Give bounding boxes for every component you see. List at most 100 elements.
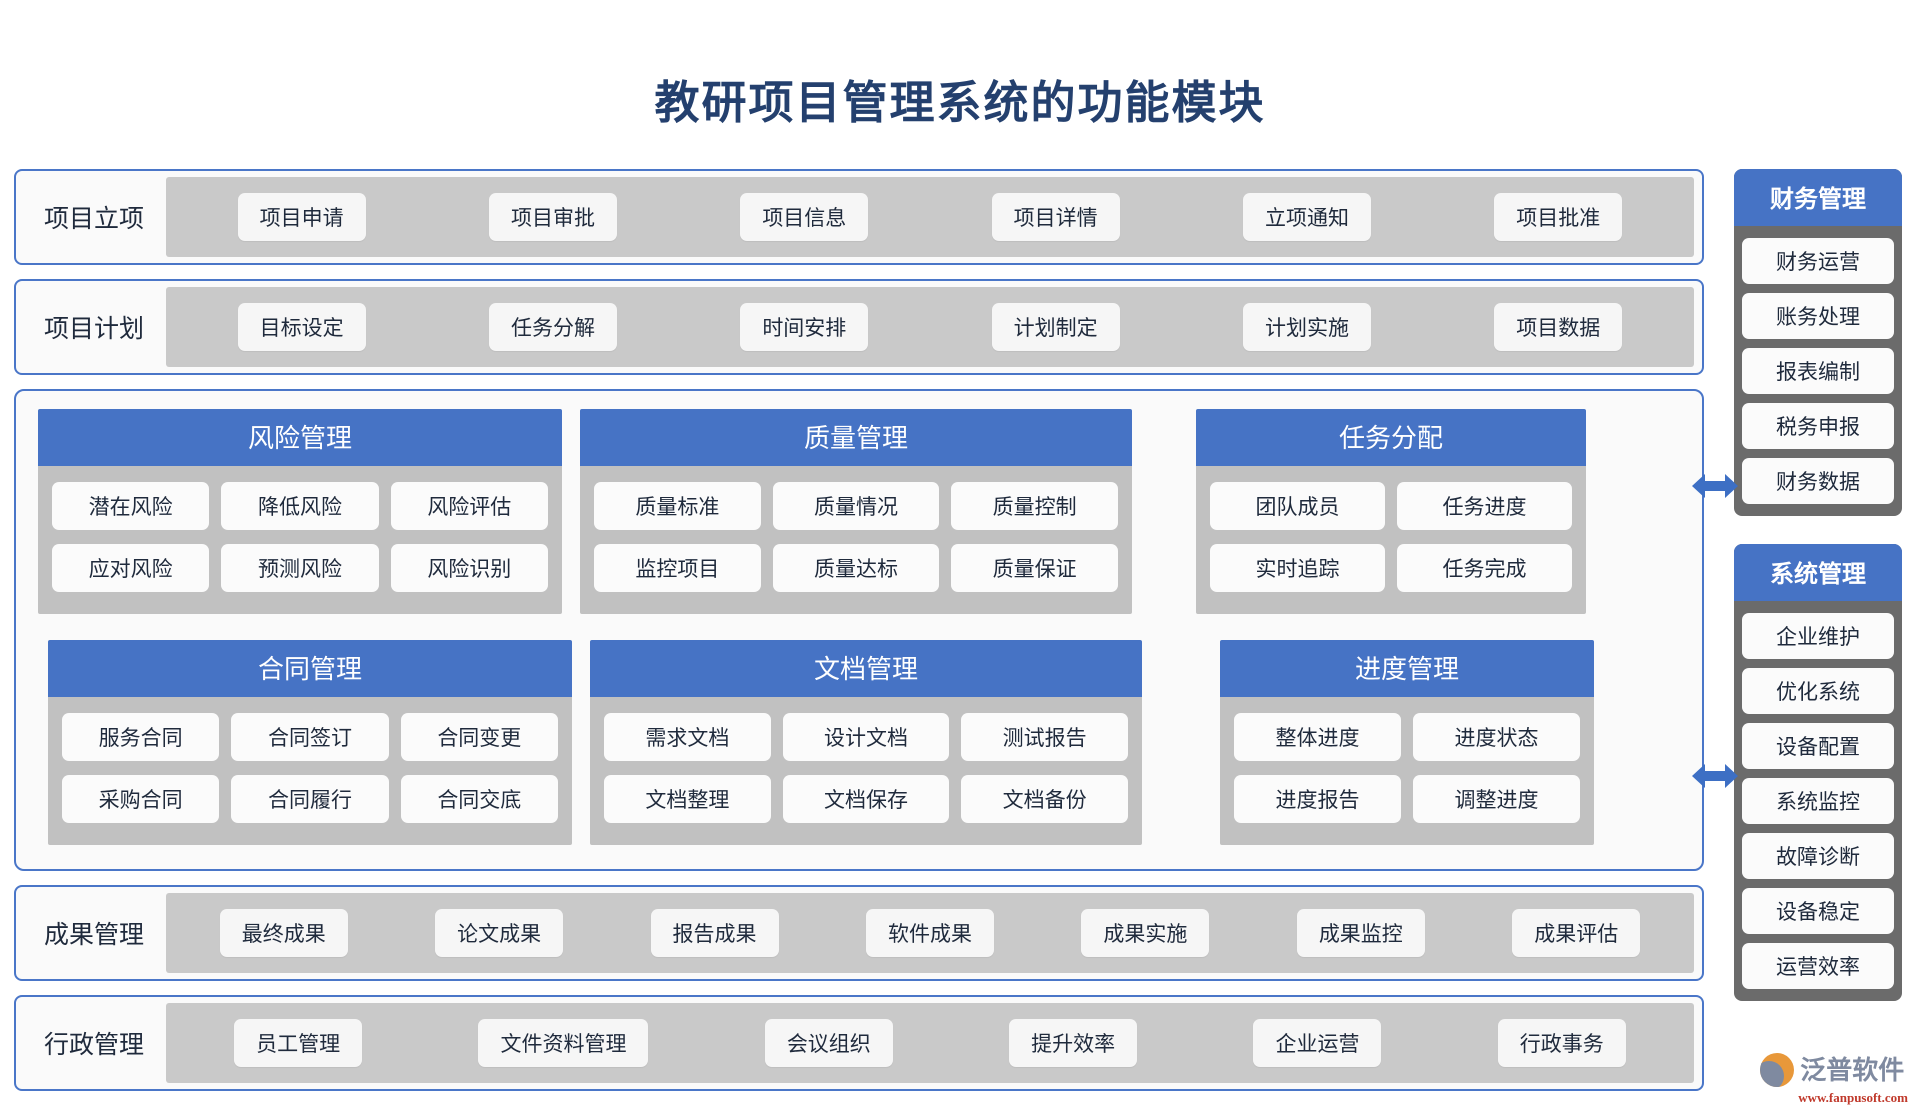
card-cell[interactable]: 需求文档 (604, 713, 771, 762)
card-body: 整体进度 进度状态 进度报告 调整进度 (1220, 697, 1594, 846)
card-cell[interactable]: 实时追踪 (1210, 544, 1385, 593)
card-cell[interactable]: 降低风险 (221, 482, 379, 531)
core-modules-block: 风险管理 潜在风险 降低风险 风险评估 应对风险 预测风险 风险识别 (14, 389, 1704, 872)
card-cell[interactable]: 采购合同 (62, 775, 220, 824)
card-body: 服务合同 合同签订 合同变更 采购合同 合同履行 合同交底 (48, 697, 572, 846)
card-line: 质量标准 质量情况 质量控制 (594, 482, 1119, 531)
card-cell[interactable]: 预测风险 (221, 544, 379, 593)
side-panel-finance: 财务管理 财务运营 账务处理 报表编制 税务申报 财务数据 (1733, 169, 1902, 517)
side-panel-title: 系统管理 (1733, 544, 1902, 602)
band-item[interactable]: 会议组织 (764, 1019, 893, 1068)
side-panel-item[interactable]: 报表编制 (1741, 348, 1894, 395)
card-cell[interactable]: 任务完成 (1397, 544, 1572, 593)
brand-logo: 泛普软件 www.fanpusoft.com (1760, 1053, 1908, 1104)
card-cell[interactable]: 进度报告 (1234, 775, 1401, 824)
card-cell[interactable]: 文档保存 (782, 775, 950, 824)
card-line: 潜在风险 降低风险 风险评估 (52, 482, 548, 531)
card-cell[interactable]: 风险评估 (390, 482, 548, 531)
card-cell[interactable]: 文档整理 (604, 775, 771, 824)
band-item[interactable]: 行政事务 (1497, 1019, 1626, 1068)
card-cell[interactable]: 合同履行 (231, 775, 389, 824)
side-panel-item[interactable]: 税务申报 (1741, 403, 1894, 450)
side-panel-item[interactable]: 运营效率 (1741, 943, 1894, 990)
band-item[interactable]: 项目审批 (488, 193, 617, 242)
band-item[interactable]: 时间安排 (740, 303, 869, 352)
band-item[interactable]: 员工管理 (234, 1019, 363, 1068)
side-panel-item[interactable]: 系统监控 (1741, 778, 1894, 825)
band-item[interactable]: 成果评估 (1512, 909, 1641, 958)
card-cell[interactable]: 监控项目 (594, 544, 761, 593)
card-cell[interactable]: 服务合同 (62, 713, 220, 762)
card-cell[interactable]: 文档备份 (961, 775, 1129, 824)
card-cell[interactable]: 质量标准 (594, 482, 761, 531)
card-cell[interactable]: 质量达标 (772, 544, 940, 593)
card-cell[interactable]: 应对风险 (52, 544, 210, 593)
card-cell[interactable]: 调整进度 (1413, 775, 1580, 824)
side-panel-item[interactable]: 设备配置 (1741, 723, 1894, 770)
card-title: 进度管理 (1220, 640, 1594, 698)
card-row-top: 风险管理 潜在风险 降低风险 风险评估 应对风险 预测风险 风险识别 (38, 409, 1680, 615)
card-cell[interactable]: 质量情况 (772, 482, 940, 531)
card-document-management: 文档管理 需求文档 设计文档 测试报告 文档整理 文档保存 文档备份 (590, 640, 1142, 846)
band-item[interactable]: 提升效率 (1009, 1019, 1138, 1068)
card-cell[interactable]: 整体进度 (1234, 713, 1401, 762)
band-item[interactable]: 目标设定 (237, 303, 366, 352)
band-row-administration: 行政管理 员工管理 文件资料管理 会议组织 提升效率 企业运营 行政事务 (14, 995, 1704, 1092)
card-cell[interactable]: 测试报告 (961, 713, 1129, 762)
band-item[interactable]: 任务分解 (488, 303, 617, 352)
card-line: 采购合同 合同履行 合同交底 (62, 775, 558, 824)
band-row-project-initiation: 项目立项 项目申请 项目审批 项目信息 项目详情 立项通知 项目批准 (14, 169, 1704, 266)
band-item[interactable]: 项目数据 (1494, 303, 1623, 352)
band-item[interactable]: 软件成果 (865, 909, 994, 958)
card-cell[interactable]: 风险识别 (390, 544, 548, 593)
band-items: 员工管理 文件资料管理 会议组织 提升效率 企业运营 行政事务 (166, 1003, 1694, 1084)
band-item[interactable]: 计划制定 (991, 303, 1120, 352)
band-item[interactable]: 项目申请 (237, 193, 366, 242)
card-cell[interactable]: 进度状态 (1413, 713, 1580, 762)
card-cell[interactable]: 团队成员 (1210, 482, 1385, 531)
band-item[interactable]: 成果实施 (1081, 909, 1210, 958)
band-label: 项目立项 (43, 206, 144, 234)
card-cell[interactable]: 合同签订 (231, 713, 389, 762)
band-items: 最终成果 论文成果 报告成果 软件成果 成果实施 成果监控 成果评估 (166, 893, 1694, 974)
card-cell[interactable]: 质量控制 (951, 482, 1119, 531)
card-cell[interactable]: 任务进度 (1397, 482, 1572, 531)
side-panel-item[interactable]: 故障诊断 (1741, 833, 1894, 880)
card-line: 需求文档 设计文档 测试报告 (604, 713, 1129, 762)
side-panel-item[interactable]: 企业维护 (1741, 613, 1894, 660)
band-item[interactable]: 文件资料管理 (478, 1019, 649, 1068)
band-item[interactable]: 报告成果 (650, 909, 779, 958)
logo-name: 泛普软件 (1800, 1055, 1905, 1086)
band-item[interactable]: 计划实施 (1242, 303, 1371, 352)
card-body: 质量标准 质量情况 质量控制 监控项目 质量达标 质量保证 (580, 466, 1132, 615)
band-item[interactable]: 立项通知 (1242, 193, 1371, 242)
card-cell[interactable]: 合同变更 (400, 713, 558, 762)
card-cell[interactable]: 质量保证 (951, 544, 1119, 593)
side-panel-system: 系统管理 企业维护 优化系统 设备配置 系统监控 故障诊断 设备稳定 运营效率 (1733, 544, 1902, 1002)
band-item[interactable]: 企业运营 (1253, 1019, 1382, 1068)
card-cell[interactable]: 合同交底 (400, 775, 558, 824)
side-panel-item[interactable]: 财务数据 (1741, 458, 1894, 505)
card-line: 监控项目 质量达标 质量保证 (594, 544, 1119, 593)
main-column: 项目立项 项目申请 项目审批 项目信息 项目详情 立项通知 项目批准 项目计划 … (14, 169, 1704, 1092)
card-title: 任务分配 (1196, 409, 1586, 467)
side-panel-item[interactable]: 优化系统 (1741, 668, 1894, 715)
band-row-project-plan: 项目计划 目标设定 任务分解 时间安排 计划制定 计划实施 项目数据 (14, 279, 1704, 376)
card-cell[interactable]: 设计文档 (782, 713, 950, 762)
band-item[interactable]: 项目详情 (991, 193, 1120, 242)
card-line: 团队成员 任务进度 (1210, 482, 1572, 531)
card-title: 合同管理 (48, 640, 572, 698)
side-panel-item[interactable]: 财务运营 (1741, 238, 1894, 285)
band-items: 项目申请 项目审批 项目信息 项目详情 立项通知 项目批准 (166, 177, 1694, 258)
card-line: 整体进度 进度状态 (1234, 713, 1580, 762)
side-panel-item[interactable]: 账务处理 (1741, 293, 1894, 340)
side-panel-item[interactable]: 设备稳定 (1741, 888, 1894, 935)
band-item[interactable]: 项目信息 (740, 193, 869, 242)
band-item[interactable]: 论文成果 (435, 909, 564, 958)
band-item[interactable]: 项目批准 (1494, 193, 1623, 242)
band-item[interactable]: 成果监控 (1296, 909, 1425, 958)
double-arrow-system-icon (1691, 759, 1738, 793)
card-cell[interactable]: 潜在风险 (52, 482, 210, 531)
band-item[interactable]: 最终成果 (219, 909, 348, 958)
logo-url: www.fanpusoft.com (1798, 1090, 1908, 1106)
